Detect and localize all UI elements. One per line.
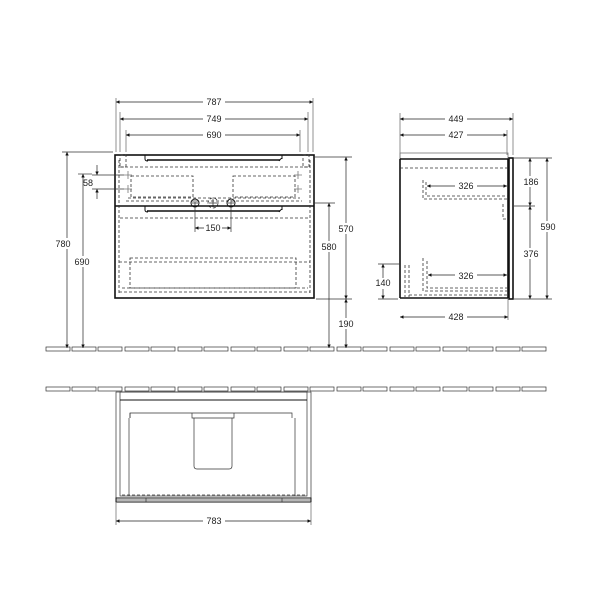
dim-449-label: 449: [448, 114, 463, 124]
dim-58-label: 58: [83, 178, 93, 188]
dim-376-label: 376: [523, 249, 538, 259]
dim-570-label: 570: [338, 224, 353, 234]
floor-tiles-upper: [45, 346, 547, 352]
dim-427-label: 427: [448, 130, 463, 140]
dim-140-label: 140: [375, 278, 390, 288]
dim-787-label: 787: [206, 97, 221, 107]
dim-428-label: 428: [448, 312, 463, 322]
dim-190-label: 190: [338, 319, 353, 329]
dim-783-label: 783: [206, 516, 221, 526]
dim-150-label: 150: [205, 223, 220, 233]
dim-326-upper-label: 326: [458, 181, 473, 191]
top-view: 783: [115, 391, 312, 526]
dim-590-label: 590: [540, 222, 555, 232]
dim-580-label: 580: [321, 242, 336, 252]
dim-690-height-label: 690: [74, 257, 89, 267]
cabinet-front-outline: [114, 154, 315, 299]
dim-690-label: 690: [206, 130, 221, 140]
floor-tiles-lower: [45, 386, 547, 392]
dim-326-lower-label: 326: [458, 271, 473, 281]
front-view: 787 749 690: [52, 96, 358, 348]
dim-749-label: 749: [206, 114, 221, 124]
mounting-cross-marks: [124, 171, 302, 193]
dim-186-label: 186: [523, 177, 538, 187]
dim-780-label: 780: [55, 239, 70, 249]
side-view: 449 427 326 326 428 140: [373, 113, 559, 322]
